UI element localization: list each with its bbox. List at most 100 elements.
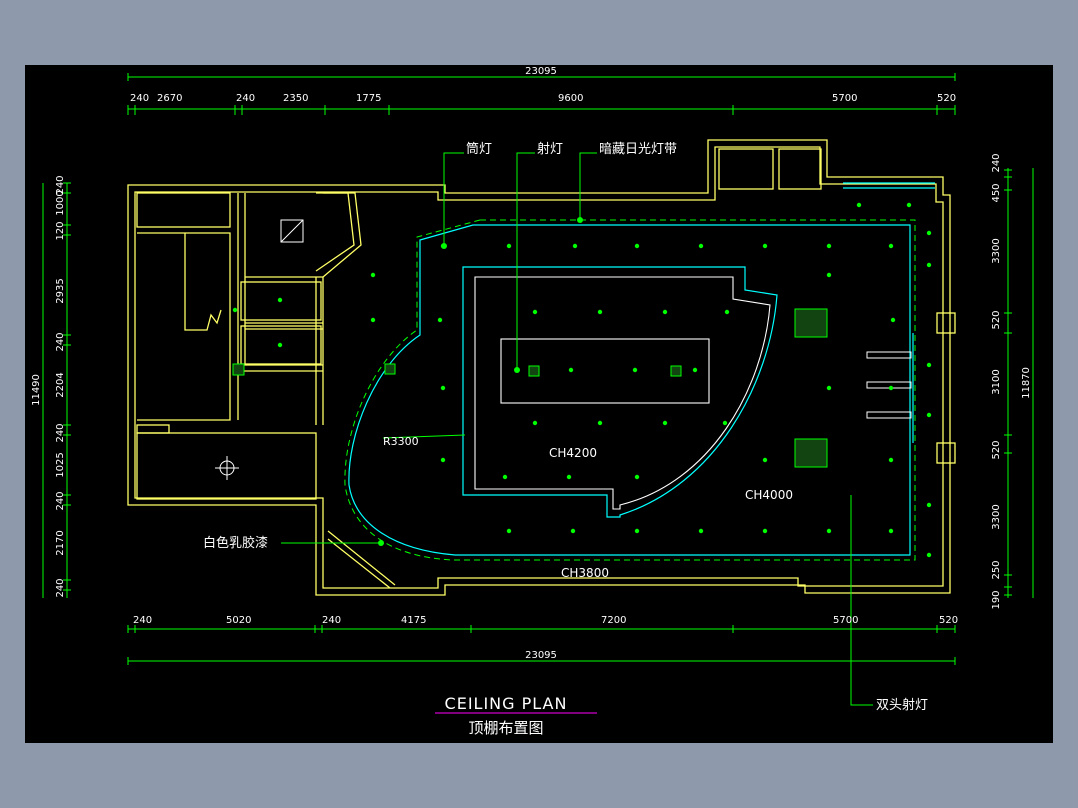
bottom-segment-dims: 240 5020 240 4175 7200 5700 520 <box>133 615 958 626</box>
top-seg-dim-6: 5700 <box>832 93 857 104</box>
downlight-icon <box>532 309 538 315</box>
bottom-seg-dim-5: 5700 <box>833 615 858 626</box>
top-seg-dim-2: 240 <box>236 93 255 104</box>
top-seg-dim-5: 9600 <box>558 93 583 104</box>
top-seg-dim-0: 240 <box>130 93 149 104</box>
downlight-icon <box>826 272 832 278</box>
bottom-seg-dim-2: 240 <box>322 615 341 626</box>
downlight-icon <box>692 367 698 373</box>
downlight-icon <box>826 528 832 534</box>
bottom-seg-dim-1: 5020 <box>226 615 251 626</box>
downlight-icon <box>662 420 668 426</box>
bottom-seg-dim-4: 7200 <box>601 615 626 626</box>
downlight-icon <box>826 385 832 391</box>
downlight-icon <box>437 317 443 323</box>
downlight-icon <box>634 528 640 534</box>
right-seg-dim-8: 190 <box>991 590 1002 609</box>
downlight-icon <box>277 297 283 303</box>
top-seg-dim-1: 2670 <box>157 93 182 104</box>
double-head-spotlight-label: 双头射灯 <box>876 697 928 713</box>
wall-outline <box>127 139 956 596</box>
left-seg-dim-0: 240 <box>55 175 66 194</box>
raised-ceiling-outline <box>474 276 771 510</box>
downlight-icon <box>698 528 704 534</box>
downlight-icon <box>532 420 538 426</box>
downlight-icon <box>926 552 932 558</box>
downlight-icon <box>926 412 932 418</box>
downlight-icon <box>568 367 574 373</box>
downlight-icon <box>856 202 862 208</box>
downlight-icon <box>277 342 283 348</box>
right-seg-dim-7: 250 <box>991 560 1002 579</box>
downlight-icon <box>890 317 896 323</box>
downlight-icon <box>632 367 638 373</box>
downlight-icon <box>570 528 576 534</box>
downlight-icon <box>566 474 572 480</box>
right-seg-dim-3: 520 <box>991 310 1002 329</box>
downlight-icon <box>762 243 768 249</box>
downlight-icon <box>762 528 768 534</box>
downlight-icon <box>888 457 894 463</box>
downlight-icon <box>762 457 768 463</box>
downlight-icon <box>506 528 512 534</box>
bottom-seg-dim-3: 4175 <box>401 615 426 626</box>
downlight-icon <box>502 474 508 480</box>
downlight-label: 筒灯 <box>466 141 492 157</box>
left-total-dim: 11490 <box>31 374 42 406</box>
white-latex-paint-label: 白色乳胶漆 <box>203 535 268 551</box>
right-seg-dim-1: 450 <box>991 183 1002 202</box>
downlight-icon <box>370 272 376 278</box>
bottom-seg-dim-6: 520 <box>939 615 958 626</box>
left-seg-dim-3: 2935 <box>55 278 66 303</box>
downlight-icon <box>888 385 894 391</box>
ceiling-outlines <box>348 182 935 556</box>
downlight-icon <box>698 243 704 249</box>
right-total-dim: 11870 <box>1021 367 1032 399</box>
dimension-ticks <box>63 73 1012 665</box>
square-fixtures <box>232 219 828 468</box>
title-chinese: 顶棚布置图 <box>468 719 543 737</box>
downlight-icon <box>662 309 668 315</box>
leader-lines <box>281 152 873 706</box>
downlight-icon <box>888 528 894 534</box>
downlight-icon <box>926 362 932 368</box>
radius-label: R3300 <box>383 435 419 448</box>
downlight-icon <box>926 502 932 508</box>
dimension-lines <box>42 76 1034 662</box>
downlight-icon <box>597 309 603 315</box>
bottom-seg-dim-0: 240 <box>133 615 152 626</box>
ceiling-height-4200: CH4200 <box>549 446 597 460</box>
downlight-icon <box>634 243 640 249</box>
downlight-icon <box>906 202 912 208</box>
hidden-fluorescent-strip-label: 暗藏日光灯带 <box>599 142 677 157</box>
ceiling-height-4000: CH4000 <box>745 488 793 502</box>
right-seg-dim-4: 3100 <box>991 369 1002 394</box>
downlight-icon <box>722 420 728 426</box>
leader-endpoints <box>378 217 583 546</box>
downlight-icon <box>370 317 376 323</box>
left-seg-dim-10: 240 <box>55 578 66 597</box>
downlight-icon <box>440 385 446 391</box>
bottom-total-dim: 23095 <box>525 650 557 661</box>
hidden-fluorescent-strip-outline <box>344 219 916 561</box>
downlight-icon <box>597 420 603 426</box>
ceiling-fan-icon <box>215 456 239 480</box>
left-seg-dim-6: 240 <box>55 423 66 442</box>
left-seg-dim-1: 1000 <box>55 190 66 215</box>
left-seg-dim-8: 240 <box>55 491 66 510</box>
right-seg-dim-5: 520 <box>991 440 1002 459</box>
spotlight-label: 射灯 <box>537 141 563 157</box>
ceiling-height-3800: CH3800 <box>561 566 609 580</box>
downlight-icon <box>926 230 932 236</box>
downlight-icon <box>440 457 446 463</box>
left-seg-dim-2: 120 <box>55 221 66 240</box>
right-seg-dim-6: 3300 <box>991 504 1002 529</box>
top-seg-dim-4: 1775 <box>356 93 381 104</box>
right-seg-dim-0: 240 <box>991 153 1002 172</box>
title-english: CEILING PLAN <box>445 694 568 713</box>
downlight-icon <box>506 243 512 249</box>
